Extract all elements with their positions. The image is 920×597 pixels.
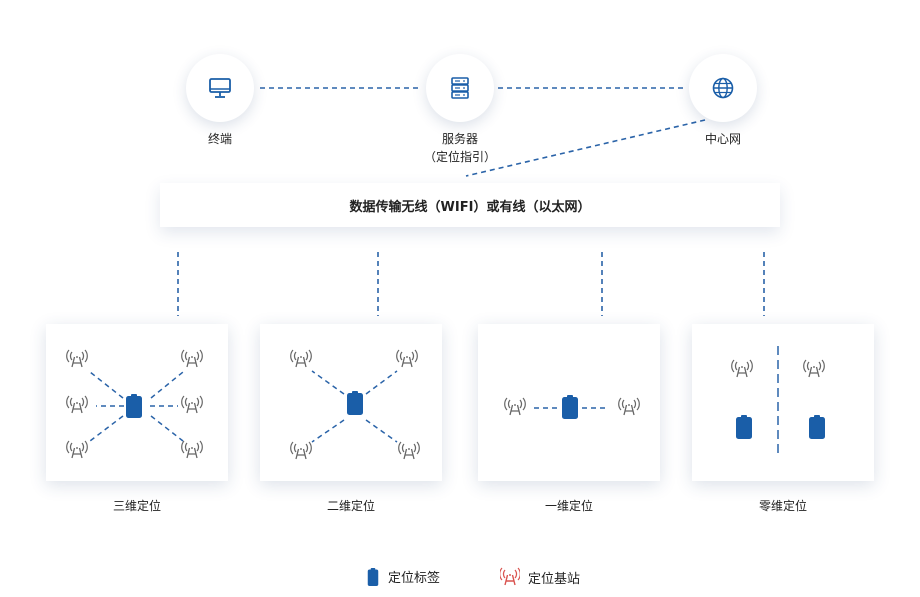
server-icon <box>451 77 469 99</box>
antenna-icon <box>181 349 203 368</box>
antenna-icon <box>803 359 825 378</box>
tag-icon <box>367 567 379 586</box>
mode-label-0d: 零维定位 <box>758 499 807 513</box>
legend-tag-label: 定位标签 <box>388 571 441 586</box>
tag-icon <box>126 394 142 418</box>
antenna-icon <box>290 349 312 368</box>
server-node <box>426 54 494 122</box>
monitor-icon <box>209 78 231 98</box>
mode-card-2d <box>260 324 442 481</box>
mode-card-0d <box>692 324 874 481</box>
server-sublabel: （定位指引） <box>423 150 496 164</box>
mode-label-2d: 二维定位 <box>326 499 375 513</box>
tag-icon <box>736 415 752 439</box>
mode-card-3d <box>46 324 228 481</box>
antenna-icon <box>396 349 418 368</box>
globe-icon <box>712 77 734 99</box>
transport-label: 数据传输无线（WIFI）或有线（以太网） <box>349 199 591 215</box>
antenna-icon <box>66 349 88 368</box>
antenna-icon <box>66 395 88 414</box>
mode-label-1d: 一维定位 <box>544 499 593 513</box>
antenna-icon <box>504 397 526 416</box>
transport-bar: 数据传输无线（WIFI）或有线（以太网） <box>160 183 780 227</box>
antenna-icon <box>500 567 520 586</box>
terminal-label: 终端 <box>207 132 232 146</box>
mode-label-3d: 三维定位 <box>112 499 161 513</box>
antenna-icon <box>181 395 203 414</box>
antenna-icon <box>290 441 312 460</box>
antenna-icon <box>731 359 753 378</box>
center-label: 中心网 <box>704 132 741 146</box>
terminal-node <box>186 54 254 122</box>
mode-card-1d <box>478 324 660 481</box>
legend-station: 定位基站 <box>500 567 580 587</box>
center-node <box>689 54 757 122</box>
server-label: 服务器 <box>441 132 478 146</box>
antenna-icon <box>618 397 640 416</box>
tag-icon <box>809 415 825 439</box>
tag-icon <box>347 391 363 415</box>
tag-icon <box>562 395 578 419</box>
legend-tag: 定位标签 <box>366 567 440 586</box>
antenna-icon <box>398 441 420 460</box>
legend-station-label: 定位基站 <box>528 571 581 587</box>
antenna-icon <box>181 440 203 459</box>
antenna-icon <box>66 440 88 459</box>
